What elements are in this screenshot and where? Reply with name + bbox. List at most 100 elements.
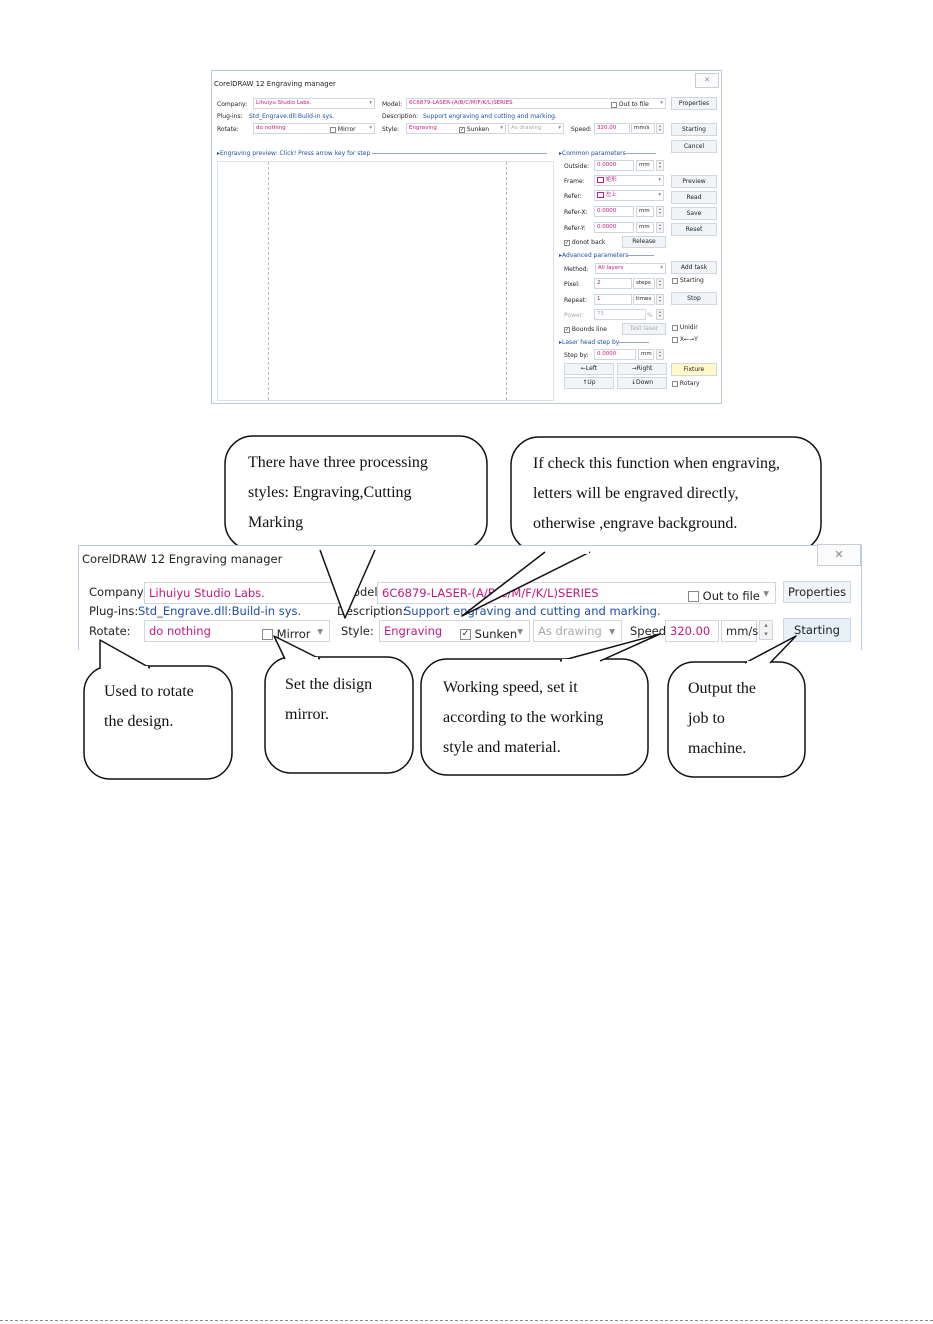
refer-y-input[interactable]: 0.0000 bbox=[594, 222, 634, 233]
company-label: Company: bbox=[217, 101, 248, 108]
move-up-button[interactable]: ↑Up bbox=[564, 377, 614, 389]
as-drawing-value-large: As drawing bbox=[538, 624, 602, 638]
test-laser-button[interactable]: Test laser bbox=[622, 323, 666, 335]
window-title: CorelDRAW 12 Engraving manager bbox=[214, 80, 336, 88]
speed-input-large[interactable]: 320.00 bbox=[665, 620, 719, 642]
pixel-unit: steps bbox=[633, 278, 655, 289]
method-select[interactable]: All layers ▾ bbox=[595, 263, 666, 274]
plugins-label-large: Plug-ins: bbox=[89, 604, 139, 618]
engraving-preview-canvas[interactable] bbox=[217, 161, 554, 401]
callout-bubble-speed bbox=[420, 658, 649, 776]
mirror-checkbox[interactable]: Mirror bbox=[330, 125, 356, 134]
style-select[interactable]: Engraving ✓ Sunken ▾ bbox=[406, 123, 506, 134]
x-y-swap-checkbox[interactable]: X←→Y bbox=[672, 336, 698, 343]
model-select-large[interactable]: 6C6879-LASER-(A/B/C/M/F/K/L)SERIES Out t… bbox=[377, 582, 776, 604]
bounds-line-checkbox[interactable]: ✓ Bounds line bbox=[564, 326, 607, 333]
rotary-checkbox[interactable]: Rotary bbox=[672, 380, 700, 387]
starting-checkbox[interactable]: Starting bbox=[672, 277, 704, 284]
speed-stepper[interactable]: ▴▾ bbox=[656, 123, 664, 134]
rotate-select-large[interactable]: do nothing Mirror ▾ bbox=[144, 620, 330, 642]
description-value: Support engraving and cutting and markin… bbox=[423, 113, 557, 120]
move-right-button[interactable]: →Right bbox=[617, 363, 667, 375]
donot-back-checkbox[interactable]: ✓ donot back bbox=[564, 239, 605, 246]
engraving-manager-window-small: CorelDRAW 12 Engraving manager ✕ Company… bbox=[211, 70, 722, 404]
refer-y-unit: mm bbox=[636, 222, 654, 233]
company-value: Lihuiyu Studio Labs. bbox=[256, 100, 312, 106]
triangle-icon: ▸ bbox=[559, 339, 563, 346]
move-left-button[interactable]: ←Left bbox=[564, 363, 614, 375]
stop-button[interactable]: Stop bbox=[671, 292, 717, 305]
power-label: Power: bbox=[564, 312, 585, 319]
outside-stepper[interactable]: ▴▾ bbox=[656, 160, 664, 171]
step-by-input[interactable]: 0.0000 bbox=[594, 349, 636, 360]
rotate-select[interactable]: do nothing Mirror ▾ bbox=[253, 123, 375, 134]
pointer-rotate bbox=[99, 639, 151, 669]
preview-guide-left bbox=[268, 162, 269, 400]
sunken-label-large: Sunken bbox=[474, 627, 518, 641]
sunken-label: Sunken bbox=[466, 126, 490, 133]
engraving-manager-window-large: CorelDRAW 12 Engraving manager ✕ Company… bbox=[78, 544, 862, 650]
plugins-value-large: Std_Engrave.dll:Build-in sys. bbox=[138, 604, 302, 618]
reset-button[interactable]: Reset bbox=[671, 223, 717, 236]
speed-unit: mm/s bbox=[631, 123, 655, 134]
as-drawing-select-large[interactable]: As drawing ▾ bbox=[533, 620, 622, 642]
frame-select[interactable]: 矩形 ▾ bbox=[594, 175, 664, 186]
properties-button[interactable]: Properties bbox=[671, 97, 717, 110]
plugins-label: Plug-ins: bbox=[217, 113, 243, 120]
model-select[interactable]: 6C6879-LASER-(A/B/C/M/F/K/L)SERIES Out t… bbox=[406, 98, 666, 109]
close-icon[interactable]: ✕ bbox=[817, 544, 861, 566]
pixel-input[interactable]: 2 bbox=[594, 278, 632, 289]
refer-x-stepper[interactable]: ▴▾ bbox=[656, 206, 664, 217]
chevron-down-icon: ▾ bbox=[609, 624, 615, 638]
starting-button[interactable]: Starting bbox=[671, 123, 717, 136]
callout-sunken-line-2: letters will be engraved directly, bbox=[533, 485, 739, 502]
sunken-checkbox-large[interactable]: ✓ Sunken bbox=[460, 624, 517, 644]
callout-starting-line-3: machine. bbox=[688, 740, 747, 757]
close-icon[interactable]: ✕ bbox=[695, 73, 719, 88]
power-input[interactable]: 75 bbox=[594, 309, 646, 320]
repeat-input[interactable]: 1 bbox=[594, 294, 632, 305]
refer-y-stepper[interactable]: ▴▾ bbox=[656, 222, 664, 233]
checkbox-icon bbox=[672, 277, 678, 284]
company-select-large[interactable]: Lihuiyu Studio Labs. bbox=[144, 582, 340, 604]
read-button[interactable]: Read bbox=[671, 191, 717, 204]
chevron-down-icon: ▾ bbox=[369, 125, 372, 131]
refer-select[interactable]: 左上 ▾ bbox=[594, 190, 664, 201]
outside-input[interactable]: 0.0000 bbox=[594, 160, 634, 171]
speed-unit-large: mm/s bbox=[721, 620, 758, 642]
mirror-checkbox-large[interactable]: Mirror bbox=[262, 624, 311, 644]
power-unit: % bbox=[647, 312, 653, 319]
sunken-checkbox[interactable]: ✓ Sunken bbox=[459, 125, 489, 134]
speed-input[interactable]: 320.00 bbox=[594, 123, 630, 134]
step-by-stepper[interactable]: ▴▾ bbox=[656, 349, 664, 360]
description-value-large: Support engraving and cutting and markin… bbox=[404, 604, 661, 618]
save-button[interactable]: Save bbox=[671, 207, 717, 220]
move-down-button[interactable]: ↓Down bbox=[617, 377, 667, 389]
speed-label: Speed: bbox=[571, 126, 592, 133]
style-select-large[interactable]: Engraving ✓ Sunken ▾ bbox=[379, 620, 530, 642]
company-select[interactable]: Lihuiyu Studio Labs. ▾ bbox=[253, 98, 375, 109]
add-task-button[interactable]: Add task bbox=[671, 261, 717, 274]
out-to-file-checkbox[interactable]: Out to file bbox=[611, 100, 649, 109]
checkbox-icon bbox=[672, 324, 678, 331]
release-button[interactable]: Release bbox=[622, 236, 666, 248]
preview-button[interactable]: Preview bbox=[671, 175, 717, 188]
callout-bubble-mirror bbox=[264, 656, 414, 774]
rectangle-icon bbox=[597, 176, 604, 183]
company-label-large: Company: bbox=[89, 585, 147, 599]
as-drawing-select[interactable]: As drawing ▾ bbox=[508, 123, 564, 134]
chevron-down-icon: ▾ bbox=[658, 192, 661, 198]
fixture-button[interactable]: Fixture bbox=[671, 363, 717, 376]
properties-button-large[interactable]: Properties bbox=[783, 581, 851, 603]
cancel-button[interactable]: Cancel bbox=[671, 140, 717, 153]
out-to-file-checkbox-large[interactable]: Out to file bbox=[688, 586, 760, 606]
pixel-stepper[interactable]: ▴▾ bbox=[656, 278, 664, 289]
unidir-checkbox[interactable]: Unidir bbox=[672, 324, 698, 331]
callout-bubble-rotate bbox=[83, 665, 233, 780]
speed-stepper-large[interactable]: ▴▾ bbox=[759, 620, 773, 640]
power-stepper[interactable]: ▴▾ bbox=[656, 309, 664, 320]
step-by-unit: mm bbox=[638, 349, 654, 360]
refer-x-input[interactable]: 0.0000 bbox=[594, 206, 634, 217]
repeat-stepper[interactable]: ▴▾ bbox=[656, 294, 664, 305]
method-label: Method: bbox=[564, 266, 589, 273]
